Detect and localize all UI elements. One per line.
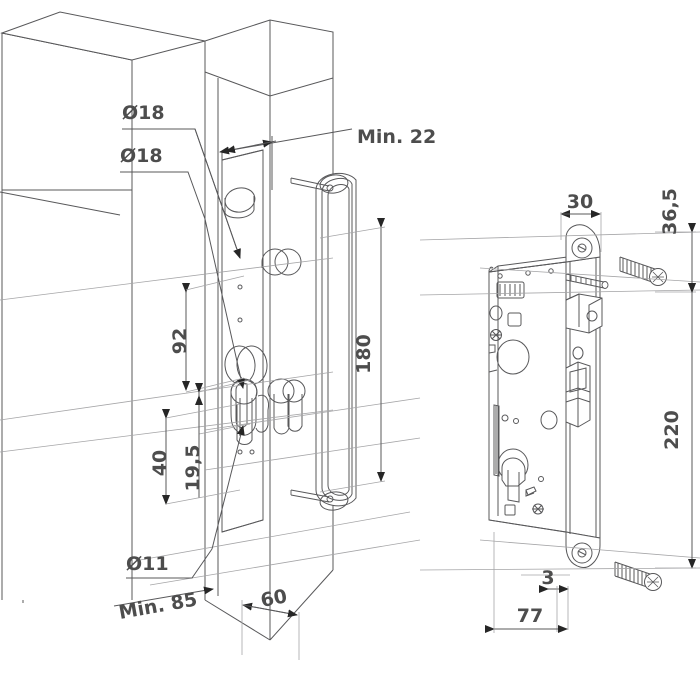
cylinder-hole-group-2 — [267, 378, 306, 435]
deadbolt — [565, 293, 603, 334]
escutcheon-fixing-screws — [290, 177, 334, 503]
dim-label-3: 3 — [541, 567, 554, 589]
lock-body-details — [488, 268, 558, 516]
dim-label-92: 92 — [169, 328, 191, 354]
lock-construction-lines — [419, 231, 700, 571]
dimension-min22 — [219, 128, 353, 190]
dim-label-180: 180 — [353, 334, 375, 374]
gate-post-profile — [204, 19, 334, 641]
post-construction-lines — [0, 257, 421, 586]
dim-label-30: 30 — [567, 191, 593, 213]
dimension-180 — [319, 218, 386, 493]
dimension-dia18-lower — [120, 171, 245, 389]
dim-label-dia18-upper: Ø18 — [122, 102, 165, 124]
dimension-220 — [655, 283, 696, 569]
dimension-3 — [521, 574, 570, 632]
dim-label-dia18-lower: Ø18 — [120, 145, 163, 167]
dim-label-dia11: Ø11 — [126, 553, 169, 575]
dimension-77 — [485, 532, 568, 633]
dimension-min85 — [113, 586, 214, 607]
dim-label-220: 220 — [661, 410, 683, 450]
mounting-screw-bottom — [614, 561, 662, 591]
latch-bolt — [565, 361, 591, 428]
dim-label-19-5: 19,5 — [182, 445, 204, 492]
dimension-dia18-upper — [122, 128, 241, 259]
mounting-screw-top — [619, 256, 667, 286]
dimension-dia11 — [126, 425, 245, 579]
dim-label-77: 77 — [517, 605, 543, 627]
dim-label-36-5: 36,5 — [659, 188, 681, 235]
dim-label-min22: Min. 22 — [357, 126, 436, 148]
gate-leaf-lower-body — [0, 189, 133, 600]
dim-label-40: 40 — [149, 450, 171, 476]
gate-post-upper-holes — [261, 248, 302, 276]
dimension-60 — [241, 600, 300, 660]
lock-body-assembly — [488, 255, 576, 533]
gate-post-faceplate-recess — [221, 149, 264, 533]
faceplate-screw-slot — [565, 273, 609, 289]
dim-label-60: 60 — [259, 585, 289, 612]
oval-escutcheon-plate — [315, 172, 357, 511]
dimension-40 — [162, 403, 241, 505]
dimension-30 — [560, 210, 602, 252]
dimension-19-5 — [195, 379, 251, 498]
